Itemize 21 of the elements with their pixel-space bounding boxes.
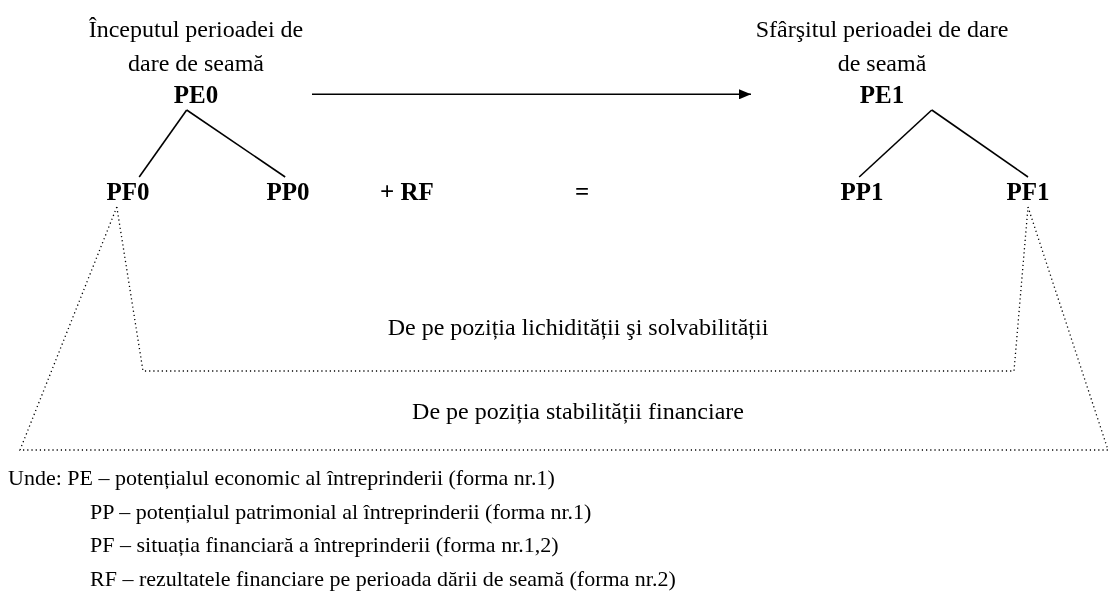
indicator-label: PP0 [265,177,311,207]
equals-sign: = [575,177,590,207]
dotted-bracket-line [19,206,1109,451]
connector-line [185,109,286,178]
indicator-label: PF0 [105,177,151,207]
legend-note: PP – potențialul patrimonial al întreprinderii (forma nr.1) [90,498,592,526]
connector-line [931,109,1029,178]
legend-note: Unde: PE – potențialul economic al întreprinderii (forma nr.1) [8,464,555,492]
period-heading: Începutul perioadei de dare de seamă [87,15,305,78]
operator-label: + RF [380,177,434,207]
period-heading: Sfârşitul perioadei de dare de seamă [754,15,1010,78]
connector-line [138,109,188,178]
indicator-label: PP1 [839,177,885,207]
legend-note: PF – situația financiară a întreprinderii (forma nr.1,2) [90,531,559,559]
indicator-label: PF1 [1005,177,1051,207]
indicator-label: PE0 [172,80,220,110]
arrow [311,89,752,100]
legend-note: RF – rezultatele financiare pe perioada dării de seamă (forma nr.2) [90,565,676,592]
dotted-bracket-line [116,206,1029,372]
connector-line [858,109,933,178]
indicator-label: PE1 [858,80,906,110]
